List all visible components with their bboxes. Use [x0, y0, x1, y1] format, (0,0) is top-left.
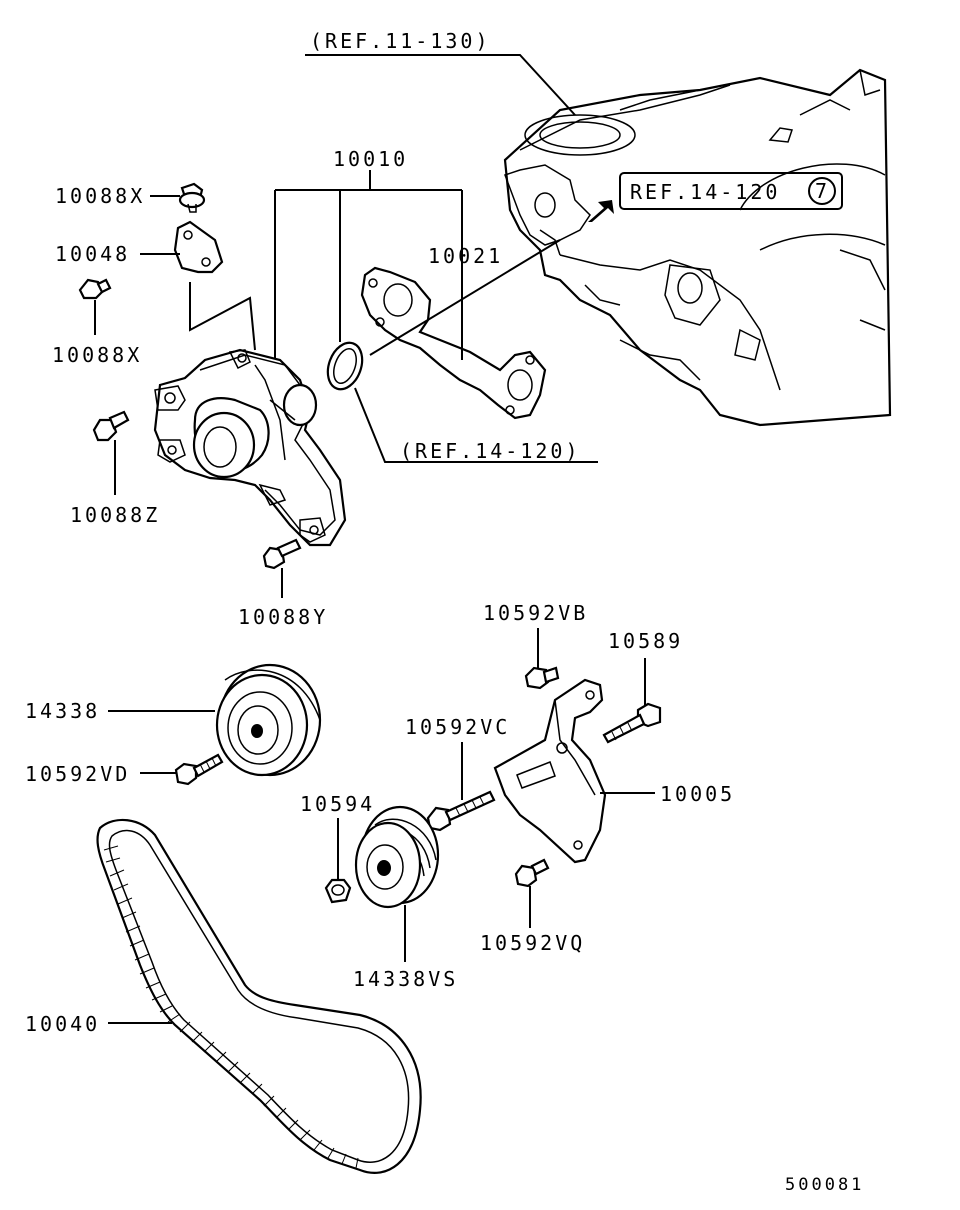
- water-pump: [153, 348, 347, 547]
- label-10088x-bottom[interactable]: 10088X: [52, 343, 142, 367]
- label-ref-11-130[interactable]: (REF.11-130): [310, 29, 491, 53]
- label-10589[interactable]: 10589: [608, 629, 683, 653]
- idler-pulley-14338: [215, 663, 322, 777]
- ref-14-120-box-label: REF.14-120: [630, 180, 780, 204]
- label-10592vq[interactable]: 10592VQ: [480, 931, 585, 955]
- label-10592vc[interactable]: 10592VC: [405, 715, 510, 739]
- bolt-10592vb: [524, 666, 560, 690]
- leader-lines: [94, 54, 655, 1024]
- label-10048[interactable]: 10048: [55, 242, 130, 266]
- bolt-10592vc: [426, 790, 496, 832]
- label-10088y[interactable]: 10088Y: [238, 605, 328, 629]
- label-ref-14-120[interactable]: (REF.14-120): [400, 439, 581, 463]
- nut-10594: [324, 878, 352, 904]
- label-14338vs[interactable]: 14338VS: [353, 967, 458, 991]
- label-10010[interactable]: 10010: [333, 147, 408, 171]
- label-10088x-top[interactable]: 10088X: [55, 184, 145, 208]
- tensioner-bracket-10005: [493, 678, 607, 864]
- o-ring: [326, 341, 364, 391]
- ref-14-120-box[interactable]: REF.14-120 7: [619, 172, 843, 210]
- label-10040[interactable]: 10040: [25, 1012, 100, 1036]
- ref-arrow-icon: [588, 200, 614, 222]
- figure-id: 500081: [785, 1175, 864, 1195]
- tensioner-pulley-14338vs: [354, 805, 440, 909]
- bolt-10088x-top: [178, 182, 206, 213]
- label-10592vb[interactable]: 10592VB: [483, 601, 588, 625]
- bracket-10048: [173, 220, 224, 274]
- drive-belt-10040: [96, 818, 422, 1174]
- ref-circle-number: 7: [815, 179, 827, 203]
- bolt-10592vd: [174, 753, 224, 786]
- gasket-10021: [360, 266, 547, 420]
- label-10005[interactable]: 10005: [660, 782, 735, 806]
- label-10021[interactable]: 10021: [428, 244, 503, 268]
- bolt-10088z: [92, 410, 130, 442]
- label-10088z[interactable]: 10088Z: [70, 503, 160, 527]
- engine-block: [503, 68, 892, 427]
- bolt-10589: [602, 702, 662, 744]
- label-10594[interactable]: 10594: [300, 792, 375, 816]
- bolt-10592vq: [514, 858, 550, 888]
- bolt-10088y: [262, 538, 302, 570]
- label-10592vd[interactable]: 10592VD: [25, 762, 130, 786]
- bolt-10088x-side: [78, 278, 112, 300]
- label-14338[interactable]: 14338: [25, 699, 100, 723]
